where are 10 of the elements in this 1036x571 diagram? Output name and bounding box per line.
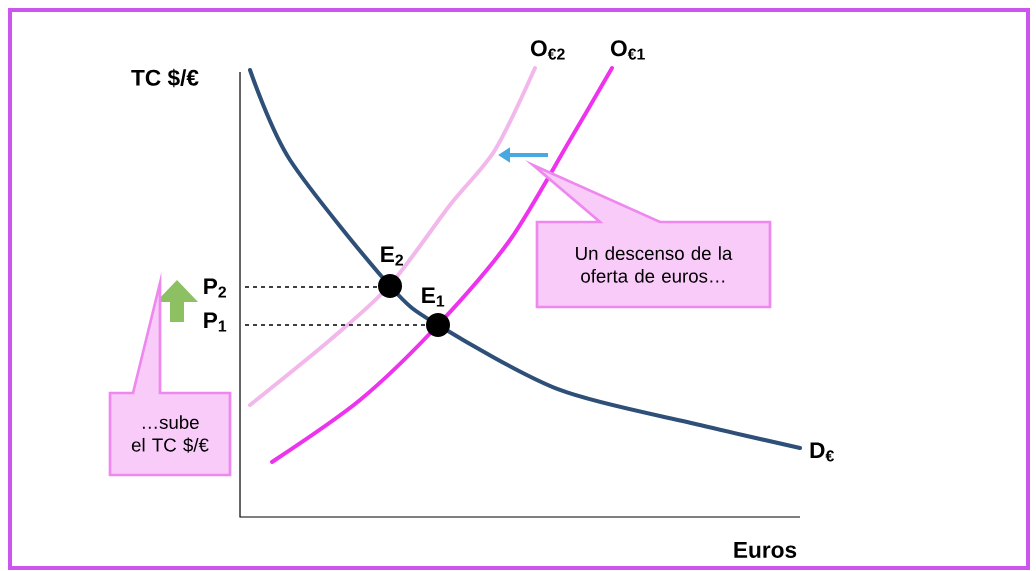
- price-label: P$_{2}$: [204, 278, 226, 298]
- axis-label: TC $/€: [131, 68, 199, 88]
- price-label: P$_{1}$: [204, 312, 227, 332]
- axis-label: Euros: [734, 542, 797, 558]
- callout-box: Un descenso de la oferta de euros…: [525, 159, 772, 309]
- point-label: E$_{2}$: [381, 246, 403, 266]
- curve-label: O$_{€2}$: [530, 40, 565, 60]
- point-label: E$_{1}$: [422, 287, 445, 307]
- curve-label: O$_{€1}$: [610, 40, 645, 60]
- curve-label: D$_{€}$: [810, 442, 834, 462]
